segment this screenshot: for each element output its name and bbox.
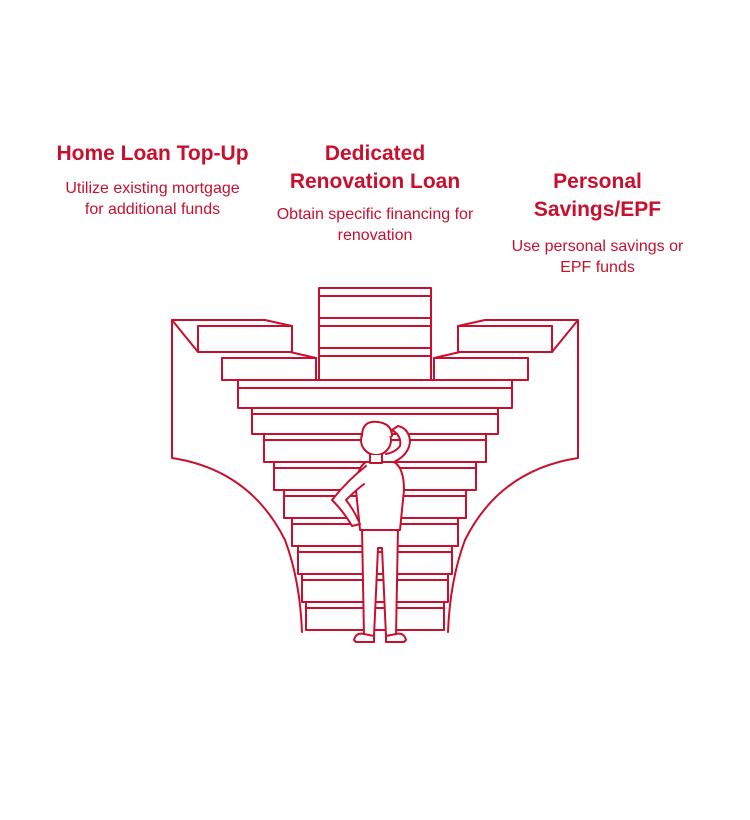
option-title: Personal Savings/EPF	[533, 170, 662, 221]
center-staircase-icon	[318, 287, 432, 381]
right-staircase-icon	[433, 319, 579, 381]
right-wall-icon	[447, 319, 579, 633]
left-wall-icon	[171, 319, 303, 633]
option-dedicated-renovation-loan: Dedicated Renovation Loan Obtain specifi…	[275, 140, 475, 246]
option-description: Use personal savings or EPF funds	[511, 238, 684, 276]
option-description: Obtain specific financing for renovation	[276, 206, 474, 244]
left-staircase-icon	[171, 319, 317, 381]
option-home-loan-top-up: Home Loan Top-Up Utilize existing mortga…	[55, 140, 250, 220]
person-thinking-icon	[331, 420, 411, 643]
option-title: Dedicated Renovation Loan	[289, 142, 461, 193]
option-description: Utilize existing mortgage for additional…	[65, 180, 240, 218]
option-title: Home Loan Top-Up	[56, 142, 249, 165]
option-personal-savings-epf: Personal Savings/EPF Use personal saving…	[495, 168, 700, 278]
